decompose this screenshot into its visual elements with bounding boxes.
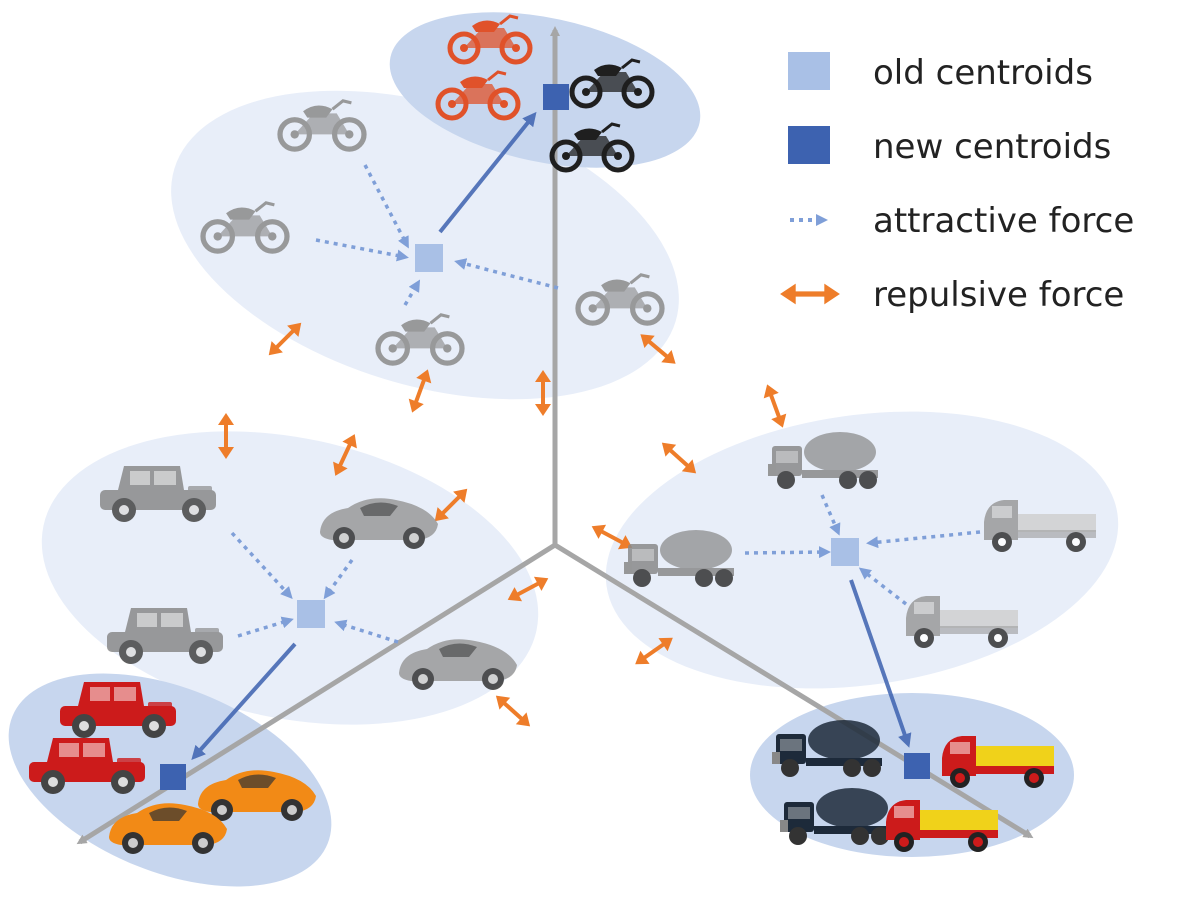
old-centroid-swatch (788, 52, 830, 90)
legend: old centroids new centroids attractive f… (780, 52, 1134, 315)
car-centroid-shift (191, 642, 297, 760)
old-centroid-motorcycles (415, 244, 443, 272)
old-centroid-trucks (831, 538, 859, 566)
centroid-shift-arrows (191, 111, 912, 760)
new-centroids (160, 84, 930, 790)
new-centroid-cars (160, 764, 186, 790)
motorcycle-centroid-shift (438, 111, 537, 234)
new-centroid-motorcycles (543, 84, 569, 110)
legend-repulsive-force: repulsive force (873, 275, 1124, 315)
lower-left-axis (76, 542, 557, 845)
truck-centroid-shift (849, 579, 912, 748)
new-centroid-trucks (904, 753, 930, 779)
attractive-forces (230, 164, 981, 644)
old-centroid-cars (297, 600, 325, 628)
legend-old-centroids: old centroids (873, 53, 1093, 93)
repulsive-force-swatch (780, 284, 840, 305)
old-centroids (297, 244, 859, 628)
lower-right-axis (553, 542, 1034, 839)
legend-attractive-force: attractive force (873, 201, 1134, 241)
new-centroid-swatch (788, 126, 830, 164)
legend-new-centroids: new centroids (873, 127, 1111, 167)
